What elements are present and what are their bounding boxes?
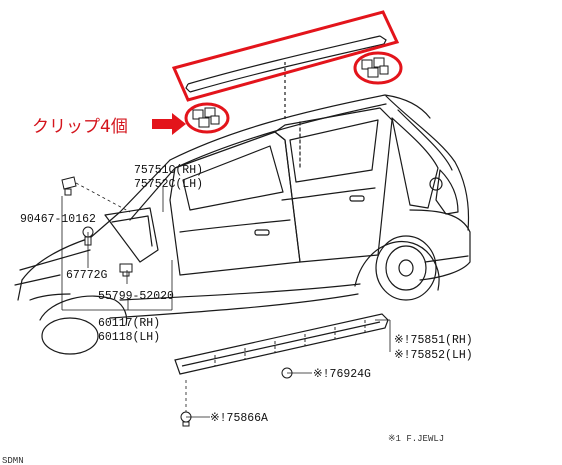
part-label-60118: 60118(LH) bbox=[98, 331, 160, 344]
part-label-75751c: 75751C(RH) bbox=[134, 164, 203, 177]
corner-code: SDMN bbox=[2, 456, 24, 465]
roof-clip-front bbox=[192, 107, 220, 128]
fastener-75866a bbox=[180, 411, 192, 427]
part-label-60117: 60117(RH) bbox=[98, 317, 160, 330]
roof-molding-part bbox=[185, 35, 387, 120]
fastener-55799 bbox=[119, 263, 133, 277]
part-label-67772g: 67772G bbox=[66, 269, 108, 282]
clip-annotation: クリップ4個 bbox=[32, 117, 128, 137]
roof-clip-rear bbox=[361, 57, 389, 78]
leader-lines bbox=[61, 182, 391, 418]
annotation-arrow bbox=[152, 113, 186, 135]
part-label-75852: ※!75852(LH) bbox=[394, 349, 473, 362]
fastener-90467 bbox=[61, 176, 77, 196]
part-label-90467: 90467-10162 bbox=[20, 213, 96, 226]
part-label-75866a: ※!75866A bbox=[210, 412, 268, 425]
footnote: ※1 F.JEWLJ bbox=[388, 434, 444, 444]
highlight-marks bbox=[171, 10, 403, 134]
car-body-drawing bbox=[14, 94, 471, 355]
side-molding-part bbox=[174, 313, 389, 375]
part-label-75752c: 75752C(LH) bbox=[134, 178, 203, 191]
front-clip-highlight bbox=[184, 102, 230, 134]
roof-molding-highlight bbox=[171, 10, 400, 102]
part-label-55799: 55799-52020 bbox=[98, 290, 174, 303]
part-label-76924g: ※!76924G bbox=[313, 368, 371, 381]
rear-clip-highlight bbox=[353, 51, 403, 85]
part-label-75851: ※!75851(RH) bbox=[394, 334, 473, 347]
